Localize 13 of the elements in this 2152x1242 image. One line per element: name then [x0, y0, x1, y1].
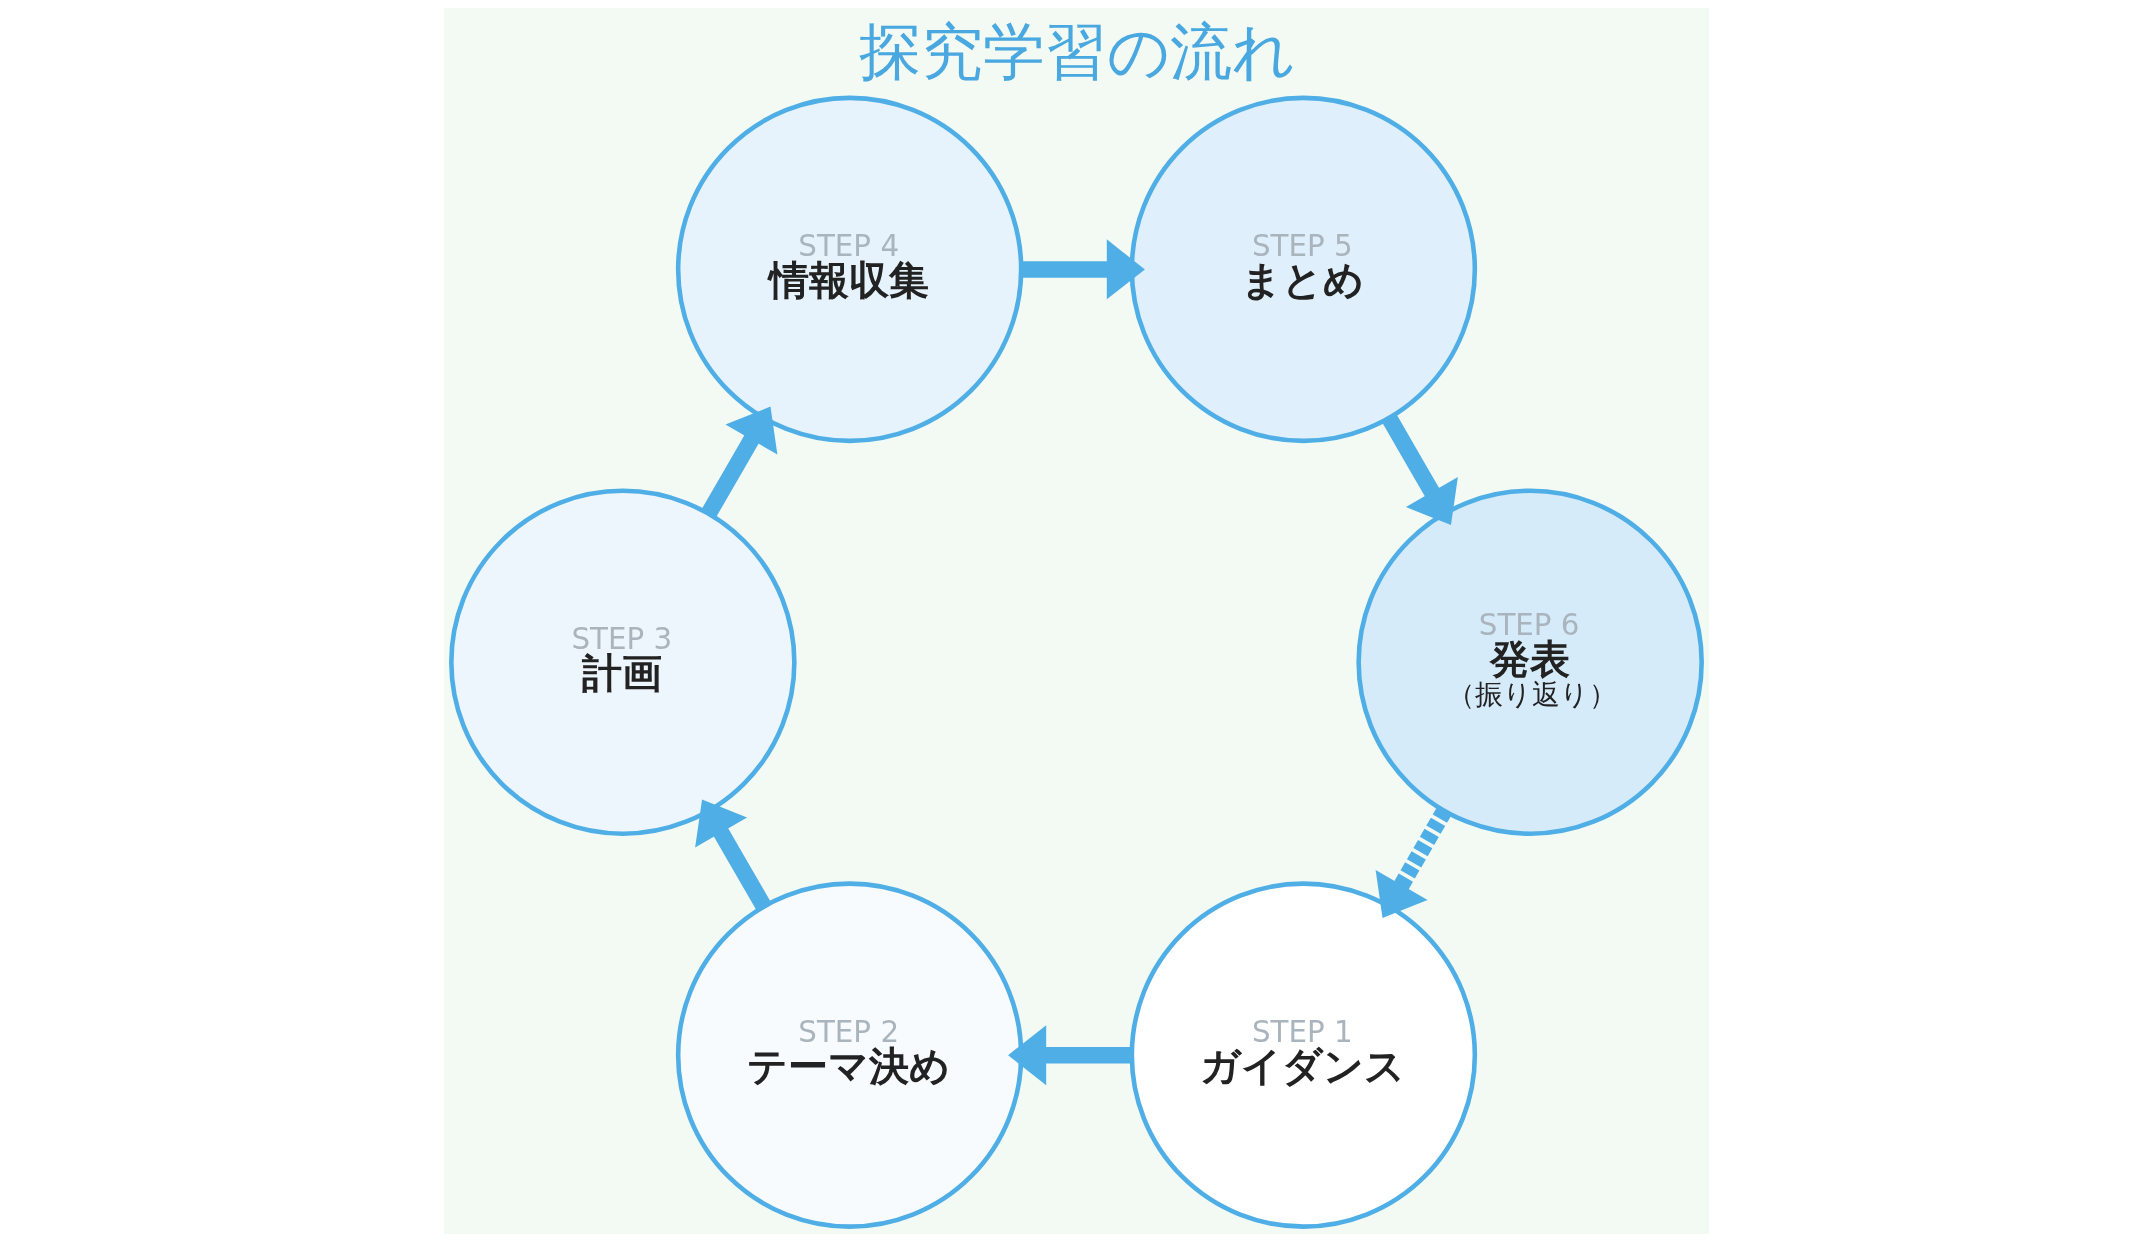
diagram-title: 探究学習の流れ — [858, 14, 1295, 88]
arrow — [694, 799, 771, 911]
node-circle: STEP 5 まとめ — [1129, 95, 1477, 444]
node-circle: STEP 1 ガイダンス — [1129, 881, 1477, 1229]
node-circle: STEP 2 テーマ決め — [675, 881, 1023, 1229]
arrow — [1381, 413, 1458, 526]
arrow — [1020, 239, 1145, 300]
arrow — [1375, 806, 1452, 918]
node-circle: STEP 3 計画 — [448, 488, 797, 837]
node-circle: STEP 6 発表 （振り返り） — [1355, 488, 1704, 837]
arrow — [700, 406, 777, 518]
arrow — [1007, 1025, 1132, 1086]
node-circle: STEP 4 情報収集 — [675, 95, 1023, 444]
